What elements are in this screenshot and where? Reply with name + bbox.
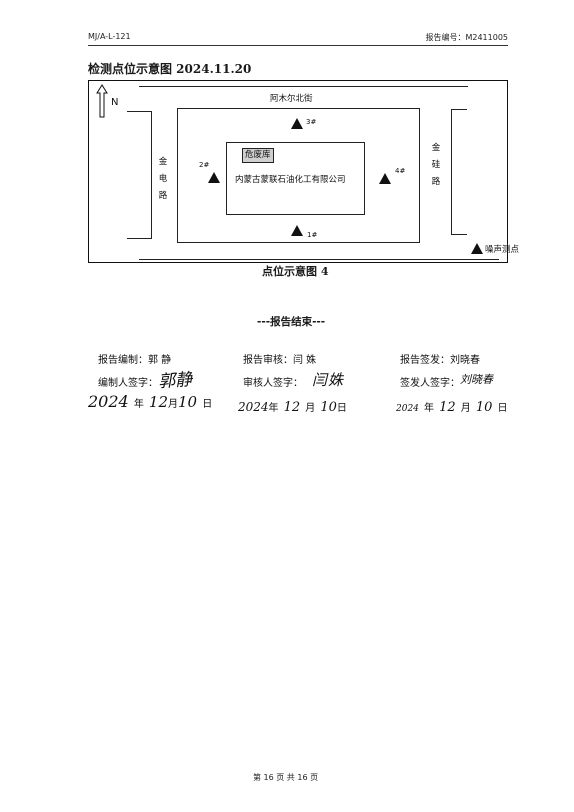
- issue-date-month-unit: 月: [460, 403, 471, 414]
- issue-signature: 刘晓春: [460, 373, 493, 386]
- report-end: ---报告结束---: [257, 316, 326, 328]
- compile-signature: 郭静: [157, 369, 193, 393]
- review-label: 报告审核：闫 姝: [243, 355, 317, 366]
- compile-date-year: 2024: [88, 392, 129, 411]
- issue-date-day: 10: [475, 400, 493, 415]
- compile-date-year-unit: 年: [133, 399, 144, 410]
- road-top-label: 阿木尔北街: [270, 94, 313, 104]
- hazard-warehouse: 危废库: [242, 148, 274, 163]
- monitoring-map: N 阿木尔北街 金电路 金硅路 危废库 内蒙古蒙联石油化工有限公司 3# 2# …: [88, 80, 519, 263]
- road-left-label: 金电路: [158, 157, 168, 201]
- plant-boundary-bottom: [177, 242, 420, 243]
- road-right-label: 金硅路: [431, 143, 441, 187]
- review-date-year-unit: 年: [268, 403, 279, 414]
- compile-date-day: 10: [178, 393, 198, 411]
- point-3-icon: [291, 118, 303, 129]
- compile-label: 报告编制：郭 静: [98, 355, 172, 366]
- review-date-month-unit: 月: [305, 403, 316, 414]
- plant-boundary-right: [419, 108, 420, 242]
- road-right-corner-bottom: [451, 234, 467, 235]
- issue-label: 报告签发：刘晓春: [400, 355, 480, 366]
- issue-date-year-unit: 年: [424, 403, 434, 414]
- review-date-day: 10: [320, 400, 337, 415]
- plant-boundary-left: [177, 108, 178, 242]
- point-3-label: 3#: [306, 118, 317, 126]
- road-top-edge-outer: [139, 86, 468, 87]
- page-footer: 第 16 页 共 16 页: [253, 773, 319, 782]
- review-date-month: 12: [283, 400, 301, 415]
- point-4-label: 4#: [395, 167, 406, 175]
- road-right-edge: [451, 109, 452, 234]
- review-signature: 闫姝: [312, 371, 345, 389]
- review-date-year: 2024: [238, 400, 269, 414]
- point-4-icon: [379, 173, 391, 184]
- company-name: 内蒙古蒙联石油化工有限公司: [235, 175, 346, 185]
- road-left-edge: [151, 111, 152, 238]
- road-right-corner-top: [451, 109, 467, 110]
- point-1-icon: [291, 225, 303, 236]
- road-left-corner-bottom: [127, 238, 152, 239]
- issue-date: 2024 年 12 月 10 日: [396, 396, 507, 415]
- compile-date-day-unit: 日: [202, 399, 213, 410]
- company-building: [226, 142, 365, 215]
- report-number: 报告编号：M2411005: [425, 33, 508, 42]
- point-2-label: 2#: [199, 161, 210, 169]
- issue-date-year: 2024: [396, 404, 419, 414]
- compile-date-month: 12: [148, 393, 168, 411]
- issue-date-day-unit: 日: [497, 403, 508, 414]
- section-title: 检测点位示意图 2024.11.20: [88, 62, 252, 76]
- north-label: N: [111, 97, 119, 108]
- point-2-icon: [208, 172, 220, 183]
- compile-date-month-unit: 月: [168, 399, 178, 410]
- compile-sign-label: 编制人签字：: [98, 378, 158, 389]
- header-rule: [88, 45, 508, 46]
- compile-date: 2024 年 12月10 日: [88, 392, 212, 411]
- issue-sign-label: 签发人签字：: [400, 378, 460, 389]
- review-sign-label: 审核人签字：: [243, 378, 303, 389]
- doc-code: MJ/A-L-121: [88, 32, 131, 41]
- legend-noise-icon: [471, 243, 483, 254]
- issue-date-month: 12: [439, 400, 456, 415]
- map-caption: 点位示意图 4: [262, 265, 329, 278]
- legend-noise-label: 噪声测点: [485, 245, 520, 255]
- point-1-label: 1#: [307, 231, 318, 239]
- review-date: 2024年 12 月 10日: [238, 396, 347, 415]
- review-date-day-unit: 日: [336, 403, 347, 414]
- north-arrow-icon: [96, 84, 108, 118]
- road-left-corner-top: [127, 111, 152, 112]
- road-bottom-edge: [139, 259, 499, 260]
- plant-boundary-top: [177, 108, 419, 109]
